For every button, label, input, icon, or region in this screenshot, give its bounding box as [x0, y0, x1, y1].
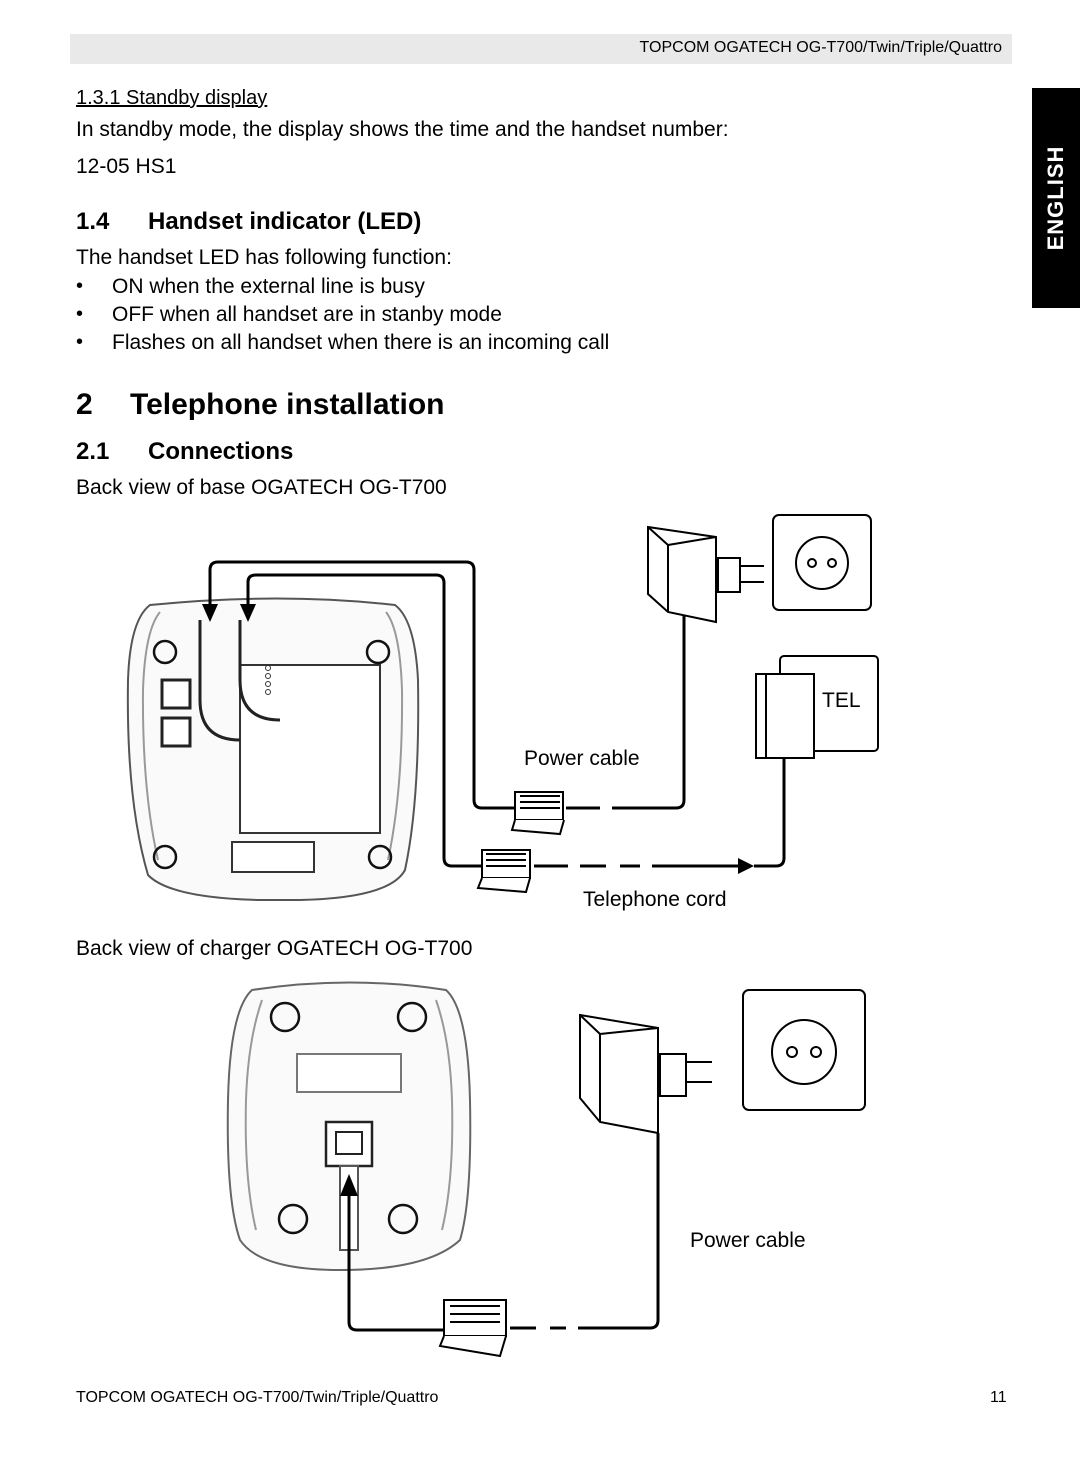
- base-unit-illustration: [126, 597, 420, 901]
- charger-plug-connector: [438, 1299, 507, 1358]
- bullet-marker: •: [76, 331, 84, 353]
- section-number-connections: 2.1: [76, 438, 110, 465]
- arrow-head: [202, 604, 218, 622]
- charger-foot: [396, 1001, 428, 1033]
- chapter-title: Telephone installation: [130, 388, 445, 421]
- base-foot: [367, 844, 393, 870]
- standby-heading: 1.3.1 Standby display: [76, 87, 268, 109]
- base-caption: Back view of base OGATECH OG-T700: [76, 476, 447, 499]
- telephone-cord-line: [754, 758, 786, 868]
- led-bullet: Flashes on all handset when there is an …: [112, 331, 610, 354]
- arrow-head: [340, 1174, 358, 1196]
- charger-foot: [269, 1001, 301, 1033]
- base-foot: [152, 639, 178, 665]
- led-intro: The handset LED has following function:: [76, 246, 452, 269]
- charger-wall-socket: [742, 989, 866, 1111]
- charger-power-cable-line: [347, 1196, 444, 1332]
- language-tab: ENGLISH: [1032, 88, 1080, 308]
- diagram-label-charger-power-cable: Power cable: [690, 1229, 806, 1252]
- charger-connection-diagram: Power cable: [226, 981, 866, 1358]
- wall-socket: [772, 514, 872, 611]
- led-bullet: OFF when all handset are in stanby mode: [112, 303, 502, 326]
- charger-caption: Back view of charger OGATECH OG-T700: [76, 937, 473, 960]
- running-header: TOPCOM OGATECH OG-T700/Twin/Triple/Quatt…: [70, 34, 1012, 64]
- charger-foot: [277, 1203, 309, 1235]
- power-cable-line: [208, 560, 515, 810]
- charger-foot: [387, 1203, 419, 1235]
- arrow-head: [240, 604, 256, 622]
- telephone-cord-line: [246, 573, 482, 868]
- phone-plug-connector: [476, 849, 531, 894]
- diagram-label-telephone-cord: Telephone cord: [583, 888, 727, 911]
- led-bullet: ON when the external line is busy: [112, 275, 425, 298]
- base-connection-diagram: TEL Power cable Telephone cord: [126, 514, 879, 911]
- chapter-number: 2: [76, 388, 93, 421]
- running-header-text: TOPCOM OGATECH OG-T700/Twin/Triple/Quatt…: [639, 39, 1002, 56]
- footer-left: TOPCOM OGATECH OG-T700/Twin/Triple/Quatt…: [76, 1389, 439, 1406]
- arrow-head: [738, 858, 754, 874]
- base-foot: [365, 639, 391, 665]
- section-title-led: Handset indicator (LED): [148, 208, 422, 235]
- base-foot: [152, 844, 178, 870]
- section-title-connections: Connections: [148, 438, 294, 465]
- power-plug-connector: [510, 791, 565, 836]
- power-adapter: [647, 525, 764, 624]
- page-number: 11: [990, 1389, 1007, 1406]
- charger-power-adapter: [579, 1013, 712, 1135]
- power-cable-line: [612, 612, 686, 810]
- section-number-led: 1.4: [76, 208, 110, 235]
- diagram-label-power-cable: Power cable: [524, 747, 640, 770]
- tel-wall-jack: [755, 655, 879, 759]
- language-tab-label: ENGLISH: [1043, 145, 1068, 251]
- bullet-marker: •: [76, 275, 84, 297]
- bullet-marker: •: [76, 303, 84, 325]
- charger-power-cable-line: [578, 1133, 660, 1330]
- diagram-label-tel: TEL: [822, 689, 861, 712]
- standby-text: In standby mode, the display shows the t…: [76, 118, 729, 141]
- standby-example: 12-05 HS1: [76, 155, 177, 178]
